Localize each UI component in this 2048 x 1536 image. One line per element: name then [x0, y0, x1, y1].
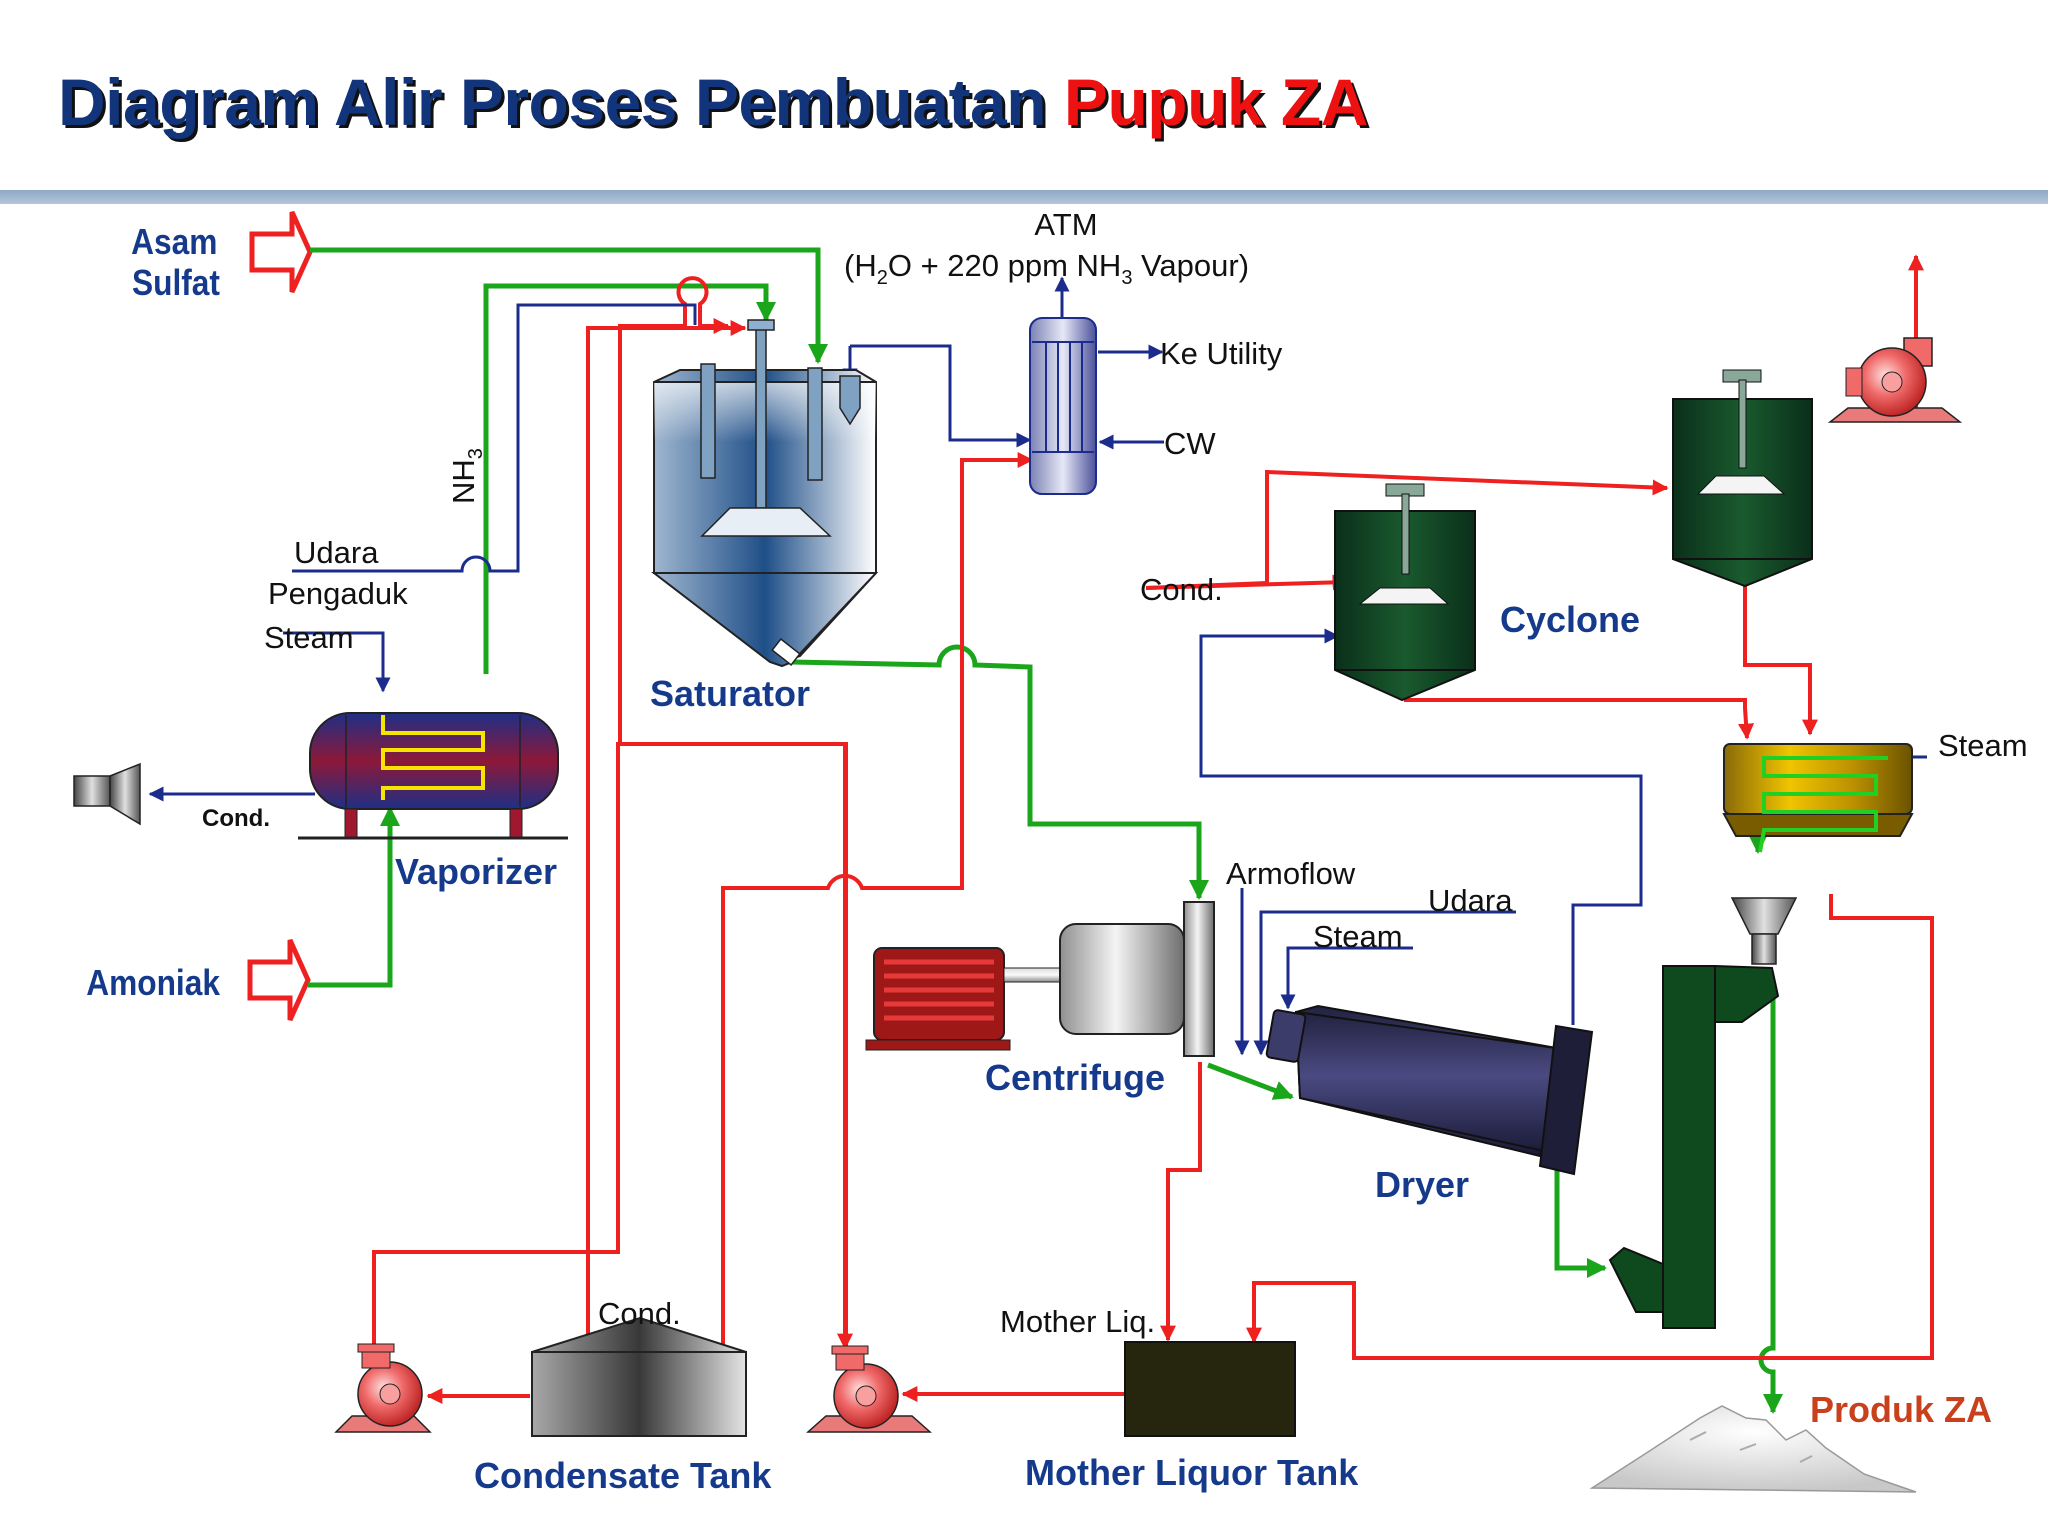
cyclone-1 — [1334, 483, 1476, 702]
cond-tank-label: Cond. — [598, 1296, 681, 1331]
condensate-pump — [334, 1343, 432, 1433]
produk-za-label: Produk ZA — [1810, 1389, 1992, 1430]
udara-pengaduk-label-2: Pengaduk — [268, 576, 408, 611]
title-highlight: Pupuk ZA — [1063, 65, 1369, 139]
centrifuge-unit — [865, 901, 1215, 1057]
centrifuge-label: Centrifuge — [985, 1057, 1165, 1098]
cw-label: CW — [1164, 426, 1216, 461]
condensate-tank-label: Condensate Tank — [474, 1455, 772, 1496]
nh3-main: NH — [446, 459, 481, 504]
nh3-label: NH3 — [446, 448, 487, 504]
nh3-sub: 3 — [465, 448, 487, 459]
saturator-label: Saturator — [650, 673, 810, 714]
asam-label-1: Asam — [131, 222, 217, 262]
vaporizer-vessel — [298, 712, 568, 840]
steam-dryer-label: Steam — [1313, 919, 1403, 954]
udara-pengaduk-label-1: Udara — [294, 535, 379, 570]
amoniak-inlet-arrow — [247, 938, 311, 1022]
steam-vaporizer-label: Steam — [264, 620, 354, 655]
steam-heater — [1722, 743, 1914, 853]
asam-sulfat-inlet-arrow — [249, 210, 313, 294]
cyclone-label: Cyclone — [1500, 599, 1640, 640]
udara-dryer-label: Udara — [1428, 883, 1513, 918]
armoflow-label: Armoflow — [1226, 856, 1356, 891]
condenser-exchanger — [1029, 317, 1097, 495]
vent-mid: O + 220 ppm NH — [888, 248, 1121, 283]
dryer-label: Dryer — [1375, 1164, 1469, 1205]
cyclone-2 — [1672, 369, 1813, 588]
vent-sub-1: 2 — [877, 267, 888, 289]
condensate-tank — [531, 1316, 747, 1437]
cond-vaporizer-label: Cond. — [202, 805, 270, 832]
mother-liq-label: Mother Liq. — [1000, 1304, 1155, 1339]
page-title: Diagram Alir Proses Pembuatan Pupuk ZA — [58, 64, 1368, 140]
rotary-dryer — [1265, 1004, 1594, 1176]
asam-label-2: Sulfat — [132, 263, 220, 303]
title-main: Diagram Alir Proses Pembuatan — [58, 65, 1047, 139]
vent-sub-2: 3 — [1121, 267, 1132, 289]
red-process-lines — [372, 254, 1934, 1404]
ke-utility-label: Ke Utility — [1160, 336, 1283, 371]
saturator-vessel — [651, 319, 879, 668]
vent-open: (H — [844, 248, 877, 283]
vent-close: Vapour) — [1132, 248, 1249, 283]
vent-silencer — [73, 762, 141, 826]
mother-liquor-pump — [806, 1345, 932, 1433]
exhaust-blower — [1827, 337, 1963, 423]
blue-process-lines — [148, 276, 1927, 1056]
mother-liquor-tank-label: Mother Liquor Tank — [1025, 1452, 1359, 1493]
title-divider — [0, 190, 2048, 204]
vaporizer-label: Vaporizer — [395, 851, 557, 892]
steam-heater-label: Steam — [1938, 728, 2028, 763]
product-pile — [1589, 1405, 1917, 1493]
product-funnel — [1730, 897, 1798, 965]
vent-composition-label: (H2O + 220 ppm NH3 Vapour) — [844, 248, 1249, 289]
cond-cyclone-label: Cond. — [1140, 572, 1223, 607]
mother-liquor-tank — [1124, 1341, 1296, 1437]
bucket-elevator — [1608, 964, 1780, 1329]
atm-label: ATM — [1034, 207, 1097, 242]
amoniak-label: Amoniak — [86, 963, 220, 1003]
